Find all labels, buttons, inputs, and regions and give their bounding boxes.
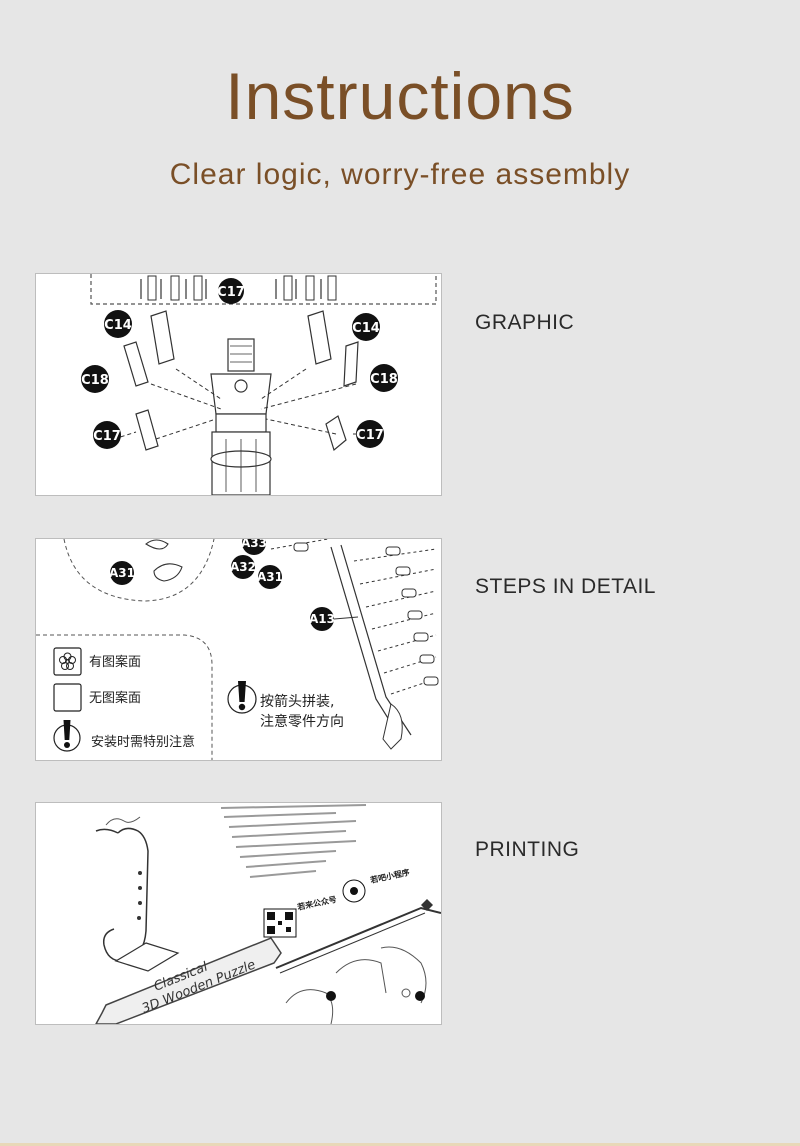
part-label: C17 [356, 428, 384, 443]
part-label: A31 [109, 566, 135, 580]
page-subtitle: Clear logic, worry-free assembly [169, 158, 631, 191]
qr-code-icon [263, 908, 297, 938]
steps-image: A33 A32 A31 A31 A13 [35, 538, 442, 761]
part-label: C17 [93, 429, 121, 444]
part-label: C14 [352, 321, 380, 336]
mini-program-code-icon [342, 879, 366, 903]
note-line: 注意零件方向 [260, 713, 344, 730]
printing-image: 若来公众号 若吧小程序 Classical 3D Wooden Puzzle [35, 802, 442, 1025]
qr-caption: 若来公众号 [295, 894, 337, 912]
warning-icon [53, 720, 81, 752]
warning-icon [227, 681, 257, 714]
legend-text: 有图案面 [89, 655, 141, 670]
page-title: Instructions [225, 59, 575, 133]
part-label: C18 [81, 373, 109, 388]
bottom-divider [0, 1143, 800, 1146]
part-label: A31 [257, 570, 283, 584]
legend-text: 安装时需特别注意 [91, 734, 195, 750]
part-label: C18 [370, 372, 398, 387]
part-label: A32 [230, 560, 256, 574]
section-label-printing: PRINTING [475, 838, 580, 861]
part-label: C17 [217, 285, 245, 300]
section-label-graphic: GRAPHIC [475, 311, 575, 334]
qr-caption: 若吧小程序 [368, 867, 410, 885]
note-line: 按箭头拼装, [260, 693, 334, 710]
part-label: A13 [309, 612, 335, 626]
part-label: A33 [241, 539, 267, 550]
flower-icon [59, 652, 76, 670]
legend-text: 无图案面 [89, 691, 141, 706]
part-label: C14 [104, 318, 132, 333]
section-label-steps: STEPS IN DETAIL [475, 575, 656, 598]
graphic-image: C17 C14 C14 C18 C18 C17 C17 [35, 273, 442, 496]
